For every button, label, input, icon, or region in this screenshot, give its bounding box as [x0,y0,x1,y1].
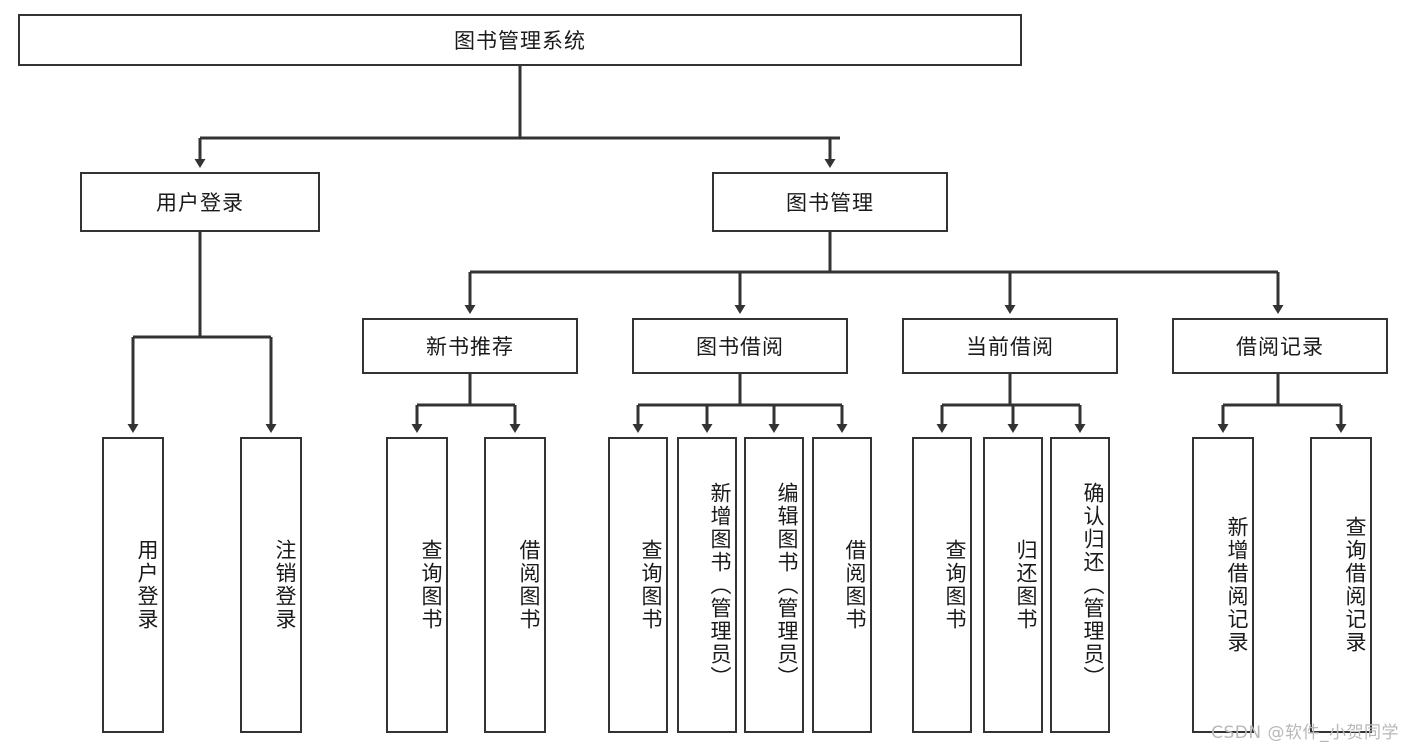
node-current-borrow-label: 当前借阅 [966,335,1054,359]
node-leaf-query-book-3-label: 查询图书 [943,539,967,631]
node-leaf-query-book-1-label: 查询图书 [419,539,443,631]
node-leaf-query-record-label: 查询借阅记录 [1343,516,1367,654]
node-leaf-return-book-label: 归还图书 [1014,539,1038,631]
node-leaf-query-book-3[interactable]: 查询图书 [912,437,972,733]
node-leaf-query-book-2-label: 查询图书 [639,539,663,631]
node-leaf-edit-book-label: 编辑图书（管理员） [775,481,799,689]
node-book-manage[interactable]: 图书管理 [712,172,948,232]
node-root[interactable]: 图书管理系统 [18,14,1022,66]
node-leaf-logout-label: 注销登录 [273,539,297,631]
node-leaf-query-book-1[interactable]: 查询图书 [386,437,448,733]
node-leaf-add-book-label: 新增图书（管理员） [708,481,732,689]
node-borrow-record-label: 借阅记录 [1236,335,1324,359]
node-leaf-confirm-return[interactable]: 确认归还（管理员） [1050,437,1110,733]
node-book-borrow-label: 图书借阅 [696,335,784,359]
node-leaf-add-record-label: 新增借阅记录 [1225,516,1249,654]
node-leaf-query-record[interactable]: 查询借阅记录 [1310,437,1372,733]
watermark: CSDN @软件_小贺同学 [1211,723,1399,743]
node-current-borrow[interactable]: 当前借阅 [902,318,1118,374]
node-user-login[interactable]: 用户登录 [80,172,320,232]
node-leaf-add-book[interactable]: 新增图书（管理员） [677,437,737,733]
node-leaf-logout[interactable]: 注销登录 [240,437,302,733]
node-new-book-rec[interactable]: 新书推荐 [362,318,578,374]
node-leaf-query-book-2[interactable]: 查询图书 [608,437,668,733]
node-leaf-return-book[interactable]: 归还图书 [983,437,1043,733]
node-leaf-user-login-label: 用户登录 [135,539,159,631]
node-leaf-borrow-book-1-label: 借阅图书 [517,539,541,631]
node-new-book-rec-label: 新书推荐 [426,335,514,359]
node-leaf-confirm-return-label: 确认归还（管理员） [1081,481,1105,689]
node-leaf-user-login[interactable]: 用户登录 [102,437,164,733]
node-leaf-borrow-book-2-label: 借阅图书 [843,539,867,631]
node-leaf-edit-book[interactable]: 编辑图书（管理员） [744,437,804,733]
node-user-login-label: 用户登录 [156,191,244,215]
node-book-manage-label: 图书管理 [786,191,874,215]
node-root-label: 图书管理系统 [454,29,586,53]
node-leaf-borrow-book-2[interactable]: 借阅图书 [812,437,872,733]
node-borrow-record[interactable]: 借阅记录 [1172,318,1388,374]
node-leaf-add-record[interactable]: 新增借阅记录 [1192,437,1254,733]
node-book-borrow[interactable]: 图书借阅 [632,318,848,374]
node-leaf-borrow-book-1[interactable]: 借阅图书 [484,437,546,733]
